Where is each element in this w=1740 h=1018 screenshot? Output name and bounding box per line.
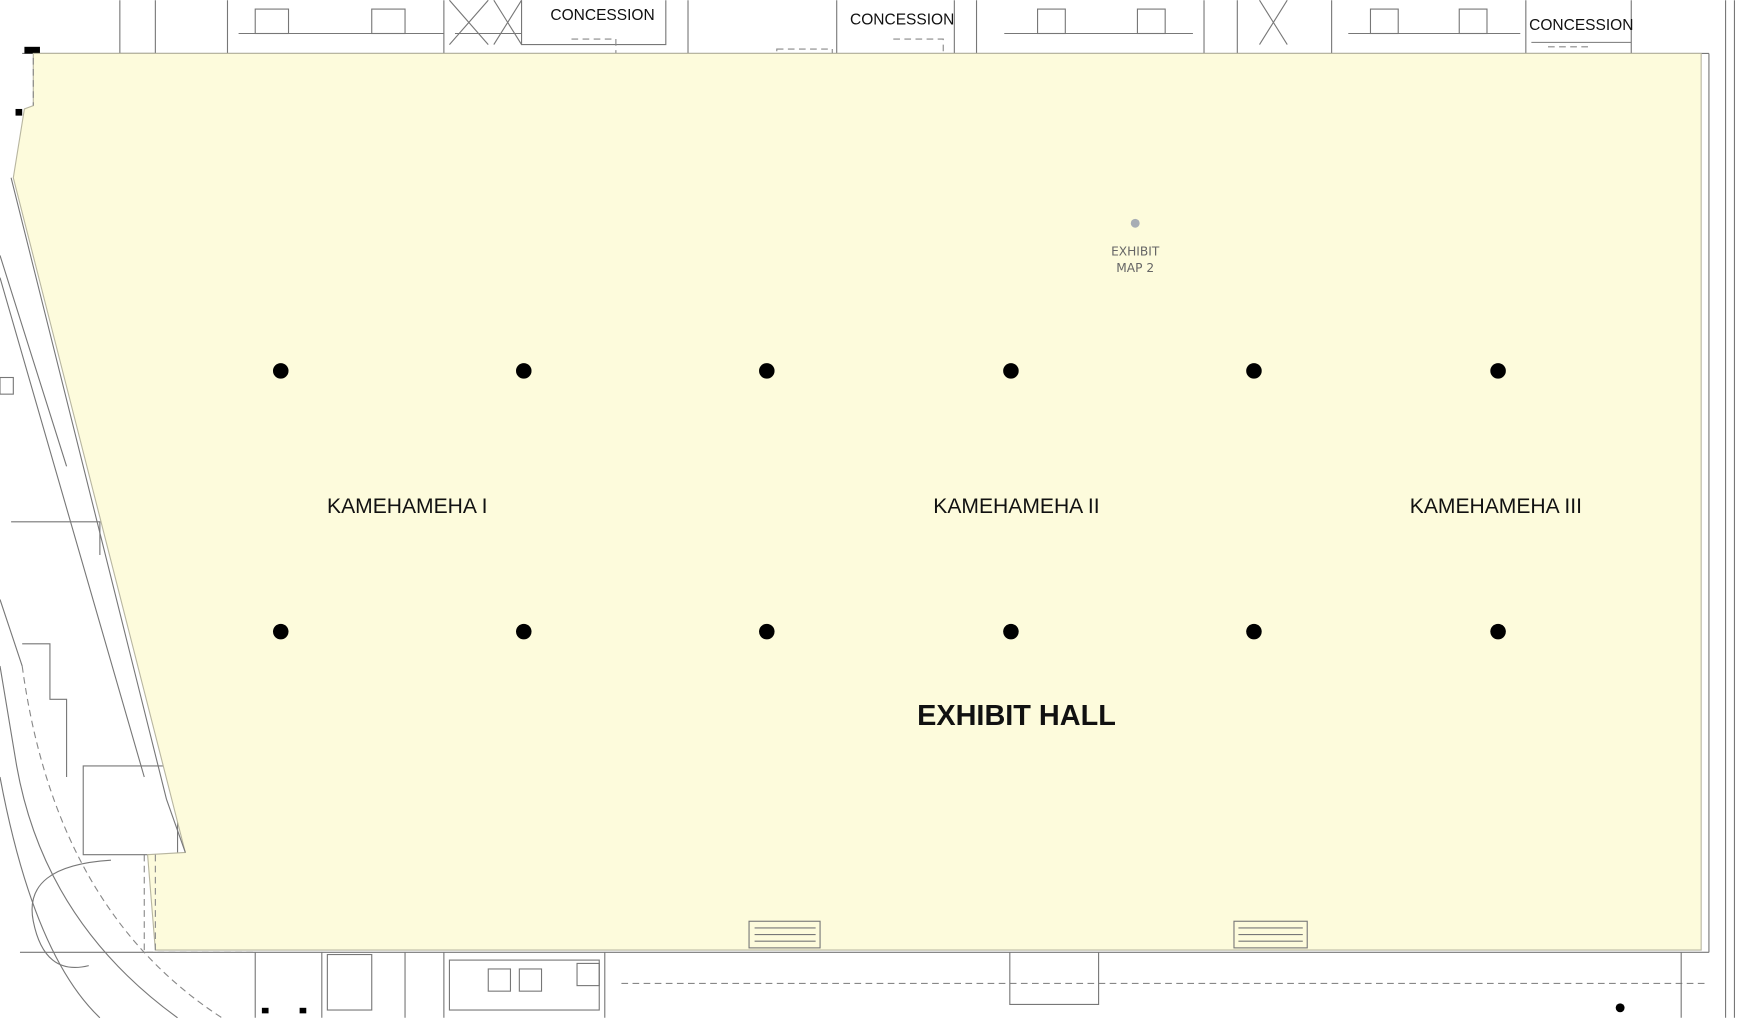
- column: [1003, 623, 1019, 640]
- room-label-kamehameha-i[interactable]: KAMEHAMEHA I: [327, 495, 487, 518]
- hall-title: EXHIBIT HALL: [917, 700, 1116, 732]
- concession-label: CONCESSION: [1529, 17, 1633, 34]
- concession-label: CONCESSION: [850, 12, 954, 29]
- column: [759, 623, 775, 640]
- column: [516, 623, 532, 640]
- stage-bottom-left: [748, 920, 821, 949]
- exhibit-map-marker-icon[interactable]: [1130, 218, 1140, 228]
- column: [1490, 623, 1506, 640]
- column: [516, 363, 532, 379]
- exhibit-hall-area[interactable]: [12, 52, 1702, 951]
- column: [1003, 363, 1019, 379]
- column: [272, 623, 289, 640]
- concession-label: CONCESSION: [550, 7, 654, 24]
- exhibit-map-label-line2: MAP 2: [1116, 261, 1154, 275]
- room-label-kamehameha-ii[interactable]: KAMEHAMEHA II: [933, 495, 1099, 518]
- columns: [272, 363, 1506, 640]
- column: [1246, 623, 1262, 640]
- column: [272, 363, 289, 379]
- exhibit-map-label-line1: EXHIBIT: [1111, 244, 1160, 258]
- stage-bottom-right: [1233, 920, 1308, 949]
- column: [1246, 363, 1262, 379]
- column: [759, 363, 775, 379]
- room-label-kamehameha-iii[interactable]: KAMEHAMEHA III: [1410, 495, 1582, 518]
- column: [1490, 363, 1506, 379]
